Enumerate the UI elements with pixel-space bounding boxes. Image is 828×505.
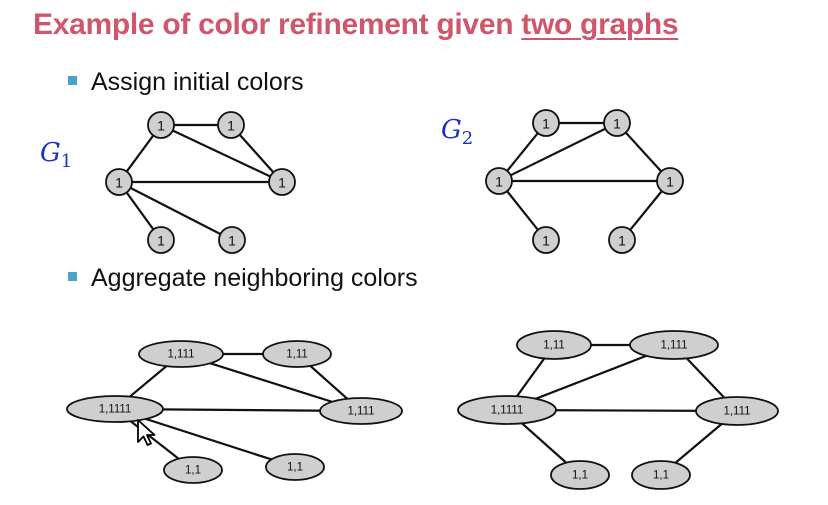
graph-node bbox=[631, 460, 691, 490]
title-underlined: two graphs bbox=[521, 8, 679, 41]
graph-node bbox=[105, 168, 133, 196]
node-label: 1 bbox=[157, 233, 165, 249]
graph-label-g1: G1 bbox=[40, 138, 73, 173]
node-label: 1,11 bbox=[286, 349, 308, 361]
bullet-aggregate-colors: Aggregate neighboring colors bbox=[68, 264, 418, 293]
graph-label-g2: G2 bbox=[441, 115, 474, 150]
node-label: 1 bbox=[157, 118, 165, 134]
graph-g1-aggregated: 1,111 1,11 1,1111 1,111 1,1 1,1 bbox=[66, 340, 403, 484]
node-label: 1 bbox=[542, 233, 550, 249]
slide-title: Example of color refinement given two gr… bbox=[33, 8, 679, 42]
title-prefix: Example of color refinement given bbox=[33, 8, 522, 41]
graph-node bbox=[163, 456, 223, 484]
node-label: 1,1 bbox=[653, 470, 669, 482]
node-label: 1,111 bbox=[347, 406, 374, 418]
graph-node bbox=[695, 396, 779, 426]
graph-g2-aggregated: 1,11 1,111 1,1111 1,111 1,1 1,1 bbox=[457, 330, 779, 490]
node-label: 1 bbox=[228, 233, 236, 249]
graph-node bbox=[66, 395, 164, 423]
graph-node bbox=[268, 168, 296, 196]
graph-g2-initial: 1 1 1 1 1 1 bbox=[485, 109, 684, 254]
graph-node bbox=[218, 226, 246, 254]
graph-edge bbox=[498, 122, 618, 182]
graph-node bbox=[532, 226, 560, 254]
graph-node bbox=[516, 330, 592, 360]
node-label: 1 bbox=[227, 118, 235, 134]
graph-node bbox=[550, 460, 610, 490]
node-label: 1,111 bbox=[723, 406, 750, 418]
graph-g1-initial: 1 1 1 1 1 1 bbox=[105, 111, 296, 254]
graph-node bbox=[265, 453, 325, 481]
graph-edge bbox=[160, 124, 283, 183]
graph-node bbox=[629, 330, 719, 360]
node-label: 1,11 bbox=[543, 340, 565, 352]
node-label: 1,1 bbox=[287, 462, 303, 474]
mouse-cursor-icon bbox=[137, 419, 156, 446]
graph-node bbox=[457, 395, 557, 425]
node-label: 1,111 bbox=[660, 340, 687, 352]
bullet-text: Assign initial colors bbox=[91, 68, 304, 96]
node-label: 1,1 bbox=[572, 470, 588, 482]
bullet-square-icon bbox=[68, 75, 77, 85]
graph-node bbox=[147, 226, 175, 254]
graph-node bbox=[147, 111, 175, 139]
bullet-assign-colors: Assign initial colors bbox=[68, 68, 304, 97]
graph-node bbox=[656, 167, 684, 195]
node-label: 1 bbox=[666, 174, 674, 190]
node-label: 1 bbox=[618, 233, 626, 249]
node-label: 1,111 bbox=[167, 349, 194, 361]
bullet-square-icon bbox=[68, 271, 77, 281]
node-label: 1,1111 bbox=[491, 405, 524, 417]
graph-node bbox=[262, 340, 332, 368]
node-label: 1 bbox=[542, 116, 550, 132]
graph-node bbox=[485, 167, 513, 195]
graph-node bbox=[217, 111, 245, 139]
graph-node bbox=[138, 340, 224, 368]
node-label: 1 bbox=[495, 174, 503, 190]
graph-edge bbox=[118, 181, 233, 241]
bullet-text: Aggregate neighboring colors bbox=[91, 264, 418, 292]
graph-node bbox=[319, 397, 403, 425]
node-label: 1 bbox=[613, 116, 621, 132]
graph-node bbox=[608, 226, 636, 254]
node-label: 1 bbox=[115, 175, 123, 191]
graph-node bbox=[603, 109, 631, 137]
node-label: 1 bbox=[278, 175, 286, 191]
node-label: 1,1 bbox=[185, 465, 201, 477]
node-label: 1,1111 bbox=[99, 404, 132, 416]
graph-node bbox=[532, 109, 560, 137]
